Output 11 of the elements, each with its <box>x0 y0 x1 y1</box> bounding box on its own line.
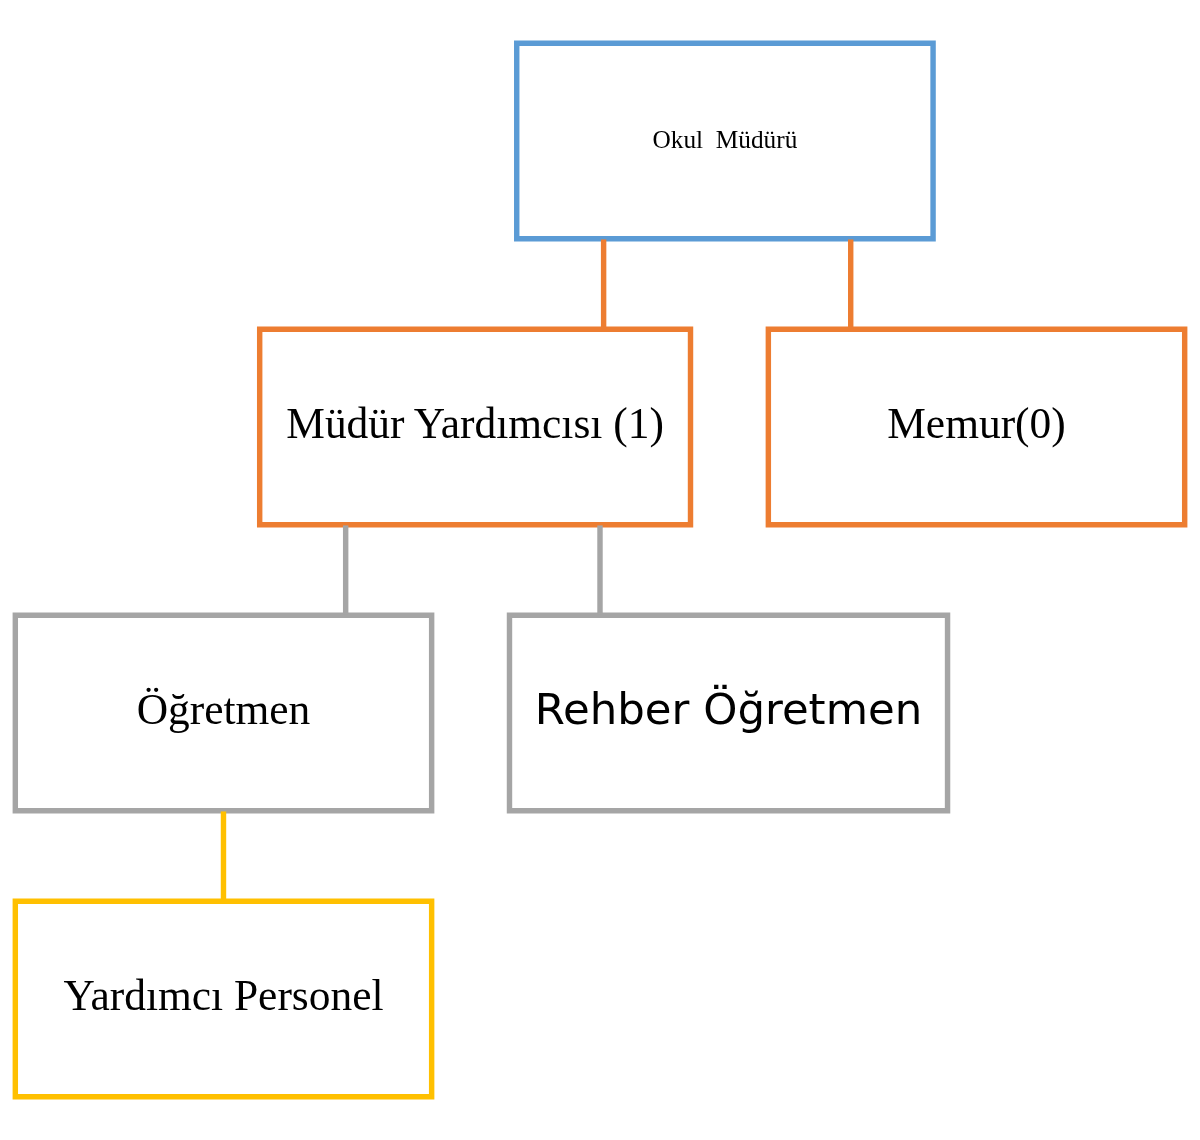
node-box: Memur(0) <box>765 326 1188 528</box>
node-box: Yardımcı Personel <box>12 898 435 1100</box>
node-box: Okul Müdürü <box>514 40 936 242</box>
connector <box>600 239 607 329</box>
connector <box>597 525 603 615</box>
connector <box>848 239 854 329</box>
node-box: Rehber Öğretmen <box>506 612 951 814</box>
node-box: Öğretmen <box>12 612 435 814</box>
connector <box>342 525 349 615</box>
node-box: Müdür Yardımcısı (1) <box>256 326 694 528</box>
connector <box>220 811 227 901</box>
